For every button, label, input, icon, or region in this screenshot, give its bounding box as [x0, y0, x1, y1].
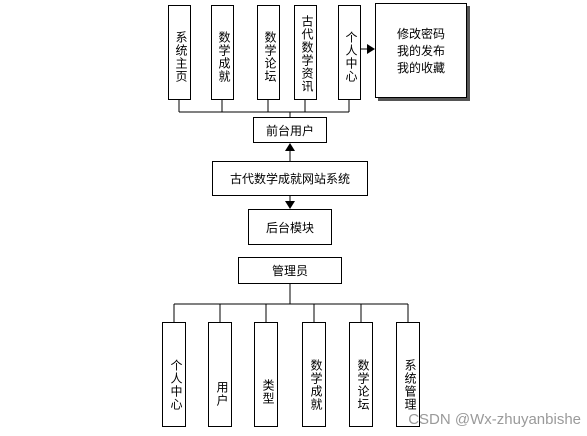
top-module-ancient-math-news: 古代数学资讯 — [294, 5, 317, 100]
watermark-text: CSDN @Wx-zhuyanbishe — [408, 411, 581, 428]
bottom-module-types: 类型 — [254, 322, 278, 427]
admin-box: 管理员 — [238, 257, 342, 284]
personal-functions-box: 修改密码 我的发布 我的收藏 — [375, 3, 467, 98]
arrow-right-icon — [367, 44, 375, 54]
frontend-user-box: 前台用户 — [253, 117, 327, 143]
bottom-module-system-management: 系统管理 — [396, 322, 420, 427]
top-module-math-achievement: 数学成就 — [211, 5, 234, 100]
my-posts-label: 我的发布 — [396, 44, 445, 58]
my-favorites-label: 我的收藏 — [396, 61, 445, 75]
top-module-home: 系统主页 — [168, 5, 191, 100]
bottom-module-math-forum: 数学论坛 — [349, 322, 373, 427]
arrow-down-icon — [285, 201, 295, 209]
top-module-math-forum: 数学论坛 — [257, 5, 280, 100]
system-name-box: 古代数学成就网站系统 — [212, 161, 368, 196]
arrow-up-icon — [285, 143, 295, 151]
top-module-personal-center: 个人中心 — [338, 5, 361, 100]
bottom-module-math-achievement: 数学成就 — [302, 322, 326, 427]
bottom-module-personal-center: 个人中心 — [162, 322, 186, 427]
backend-module-box: 后台模块 — [248, 209, 332, 245]
bottom-module-users: 用户 — [208, 322, 232, 427]
change-password-label: 修改密码 — [396, 27, 445, 41]
